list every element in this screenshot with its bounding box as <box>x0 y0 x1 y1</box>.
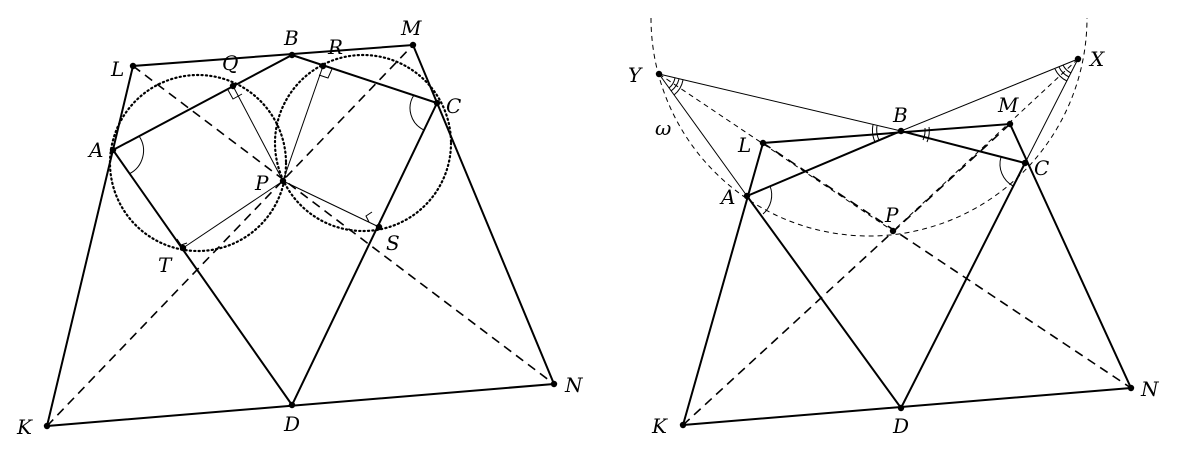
angle-arc-x-1 <box>1054 68 1068 82</box>
point-d-right <box>897 404 905 412</box>
label-p-right: P <box>884 203 899 227</box>
label-y: Y <box>628 63 643 87</box>
left-dotted-circle <box>108 73 288 253</box>
point-d <box>288 401 296 409</box>
label-d: D <box>283 412 300 436</box>
label-k: K <box>16 415 33 439</box>
point-q <box>229 82 237 90</box>
segment-xc <box>1024 58 1079 164</box>
label-l-right: L <box>737 133 751 157</box>
left-figure: L Q B R M A C P T S K D N <box>16 16 584 439</box>
label-a-right: A <box>719 185 735 209</box>
segment-yp <box>658 73 894 232</box>
angle-arc-y-3 <box>668 77 676 89</box>
quadrilateral-abcd <box>111 53 439 407</box>
point-r <box>319 62 327 70</box>
angle-arc-y-2 <box>670 78 680 92</box>
label-d-right: D <box>892 414 909 438</box>
point-a <box>109 146 117 154</box>
segment-xb <box>900 58 1079 132</box>
segment-pq <box>232 85 284 182</box>
point-n <box>550 380 558 388</box>
angle-arc-b-left-1 <box>871 124 876 143</box>
quadrilateral-klmn <box>45 43 556 428</box>
label-c: C <box>446 94 461 118</box>
label-omega: ω <box>655 116 671 140</box>
label-n-right: N <box>1140 377 1160 401</box>
angle-arc-x-2 <box>1058 66 1070 78</box>
label-t: T <box>158 253 173 277</box>
angle-arc-a <box>128 135 145 175</box>
angle-arc-c <box>409 94 425 131</box>
label-r: R <box>327 35 343 59</box>
segment-pr <box>282 65 324 182</box>
right-angle-q <box>227 89 243 100</box>
point-p-right <box>889 227 897 235</box>
right-angle-r <box>318 68 333 79</box>
point-c-right <box>1021 159 1029 167</box>
label-q: Q <box>222 51 238 75</box>
quadrilateral-klmn-right <box>681 122 1133 427</box>
point-m <box>409 41 417 49</box>
segment-ya <box>658 73 748 197</box>
segment-yb <box>658 73 902 132</box>
right-dotted-circle <box>273 53 453 233</box>
point-k-right <box>679 421 687 429</box>
label-b: B <box>283 26 299 50</box>
diagonal-km <box>46 44 414 427</box>
point-s <box>375 223 383 231</box>
point-y <box>655 70 663 78</box>
point-t <box>179 244 187 252</box>
label-x: X <box>1088 47 1105 71</box>
point-l-right <box>759 139 767 147</box>
angle-arc-b-right-2 <box>922 127 926 141</box>
point-b-right <box>897 127 905 135</box>
circle-omega <box>650 17 1088 237</box>
point-l <box>129 62 137 70</box>
label-n: N <box>564 373 584 397</box>
point-a-right <box>743 192 751 200</box>
point-x <box>1074 55 1082 63</box>
point-k <box>43 422 51 430</box>
diagonal-ln <box>132 65 555 385</box>
label-m-right: M <box>997 93 1019 117</box>
diagonal-km-right <box>682 123 1011 426</box>
segment-pt <box>182 180 284 249</box>
point-p <box>279 177 287 185</box>
angle-arc-x-3 <box>1062 64 1072 74</box>
angle-arc-b-right-1 <box>926 126 930 143</box>
right-angle-s <box>365 211 373 223</box>
diagonal-ln-right <box>762 142 1132 389</box>
angle-arc-a-right <box>762 185 773 215</box>
segment-ps <box>282 180 380 228</box>
point-m-right <box>1006 120 1014 128</box>
point-c <box>433 99 441 107</box>
label-a: A <box>87 138 103 162</box>
angle-arc-b-left-2 <box>876 125 880 141</box>
label-l: L <box>110 57 124 81</box>
label-p: P <box>254 171 269 195</box>
point-b <box>288 51 296 59</box>
label-c-right: C <box>1034 156 1049 180</box>
label-b-right: B <box>892 103 908 127</box>
label-m: M <box>400 16 422 40</box>
label-s: S <box>386 231 400 255</box>
angle-arc-c-right <box>999 156 1014 187</box>
angle-arc-y-1 <box>673 79 684 96</box>
right-figure: Y X B M L C A P ω K D N <box>628 17 1160 438</box>
quadrilateral-abcd-right <box>745 129 1027 410</box>
point-n-right <box>1127 384 1135 392</box>
label-k-right: K <box>651 414 668 438</box>
right-angle-t <box>176 238 188 246</box>
segment-xp <box>892 58 1079 232</box>
